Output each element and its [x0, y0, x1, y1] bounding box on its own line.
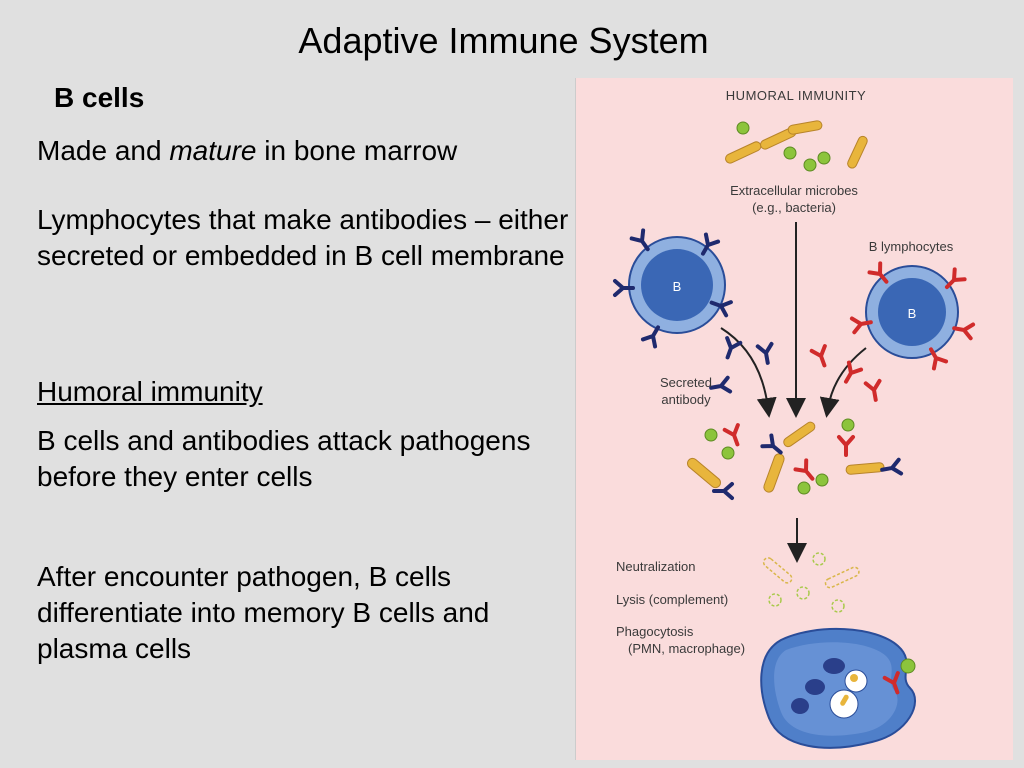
paragraph-made-after: in bone marrow	[256, 135, 458, 166]
coccus	[704, 428, 718, 442]
lysed-coccus	[831, 599, 845, 613]
b-cell-left: B	[613, 228, 733, 349]
lysed-coccus	[812, 552, 826, 566]
phagosome-microbe	[850, 674, 858, 682]
b-cell-letter: B	[908, 306, 917, 321]
secreted-antibodies-red	[809, 344, 885, 404]
coccus	[783, 146, 797, 160]
arrow-right-bcell	[819, 347, 867, 418]
lysed-rod	[824, 566, 860, 589]
phagocytosis-line1: Phagocytosis	[616, 624, 694, 639]
bacterium-rod	[847, 135, 868, 169]
coccus	[817, 151, 831, 165]
microbes-label-line1: Extracellular microbes	[730, 183, 858, 198]
paragraph-made-emphasis: mature	[169, 135, 257, 166]
paragraph-attack: B cells and antibodies attack pathogens …	[37, 425, 531, 492]
macrophage-nucleus-lobe	[805, 679, 825, 695]
lysis-label: Lysis (complement)	[616, 592, 728, 607]
macrophage-cytoplasm	[774, 642, 898, 736]
coccus	[721, 446, 735, 460]
microbes-label-line2: (e.g., bacteria)	[752, 200, 836, 215]
b-cell-nucleus	[878, 278, 946, 346]
lysed-rod	[762, 557, 793, 584]
section-heading-humoral: Humoral immunity	[37, 376, 263, 407]
b-cell-letter: B	[673, 279, 682, 294]
b-lymphocytes-label: B lymphocytes	[869, 239, 954, 254]
coccus	[803, 158, 817, 172]
lysed-coccus	[768, 593, 782, 607]
paragraph-differentiate: After encounter pathogen, B cells differ…	[37, 561, 490, 664]
paragraph-made-before: Made and	[37, 135, 170, 166]
macrophage-nucleus-lobe	[823, 658, 845, 674]
bacterium-rod	[687, 457, 721, 489]
subheading-b-cells: B cells	[54, 82, 145, 113]
extracellular-microbes	[725, 120, 868, 172]
bacterium-rod	[787, 120, 823, 135]
paragraph-made-mature: Made and mature in bone marrow	[37, 133, 577, 169]
secreted-antibody-line1: Secreted	[660, 375, 712, 390]
antibody-bound-microbes	[687, 418, 904, 500]
paragraph-lymphocytes: Lymphocytes that make antibodies – eithe…	[37, 204, 569, 271]
coccus	[841, 418, 855, 432]
arrow-left-bcell	[720, 327, 777, 418]
lysed-coccus	[796, 586, 810, 600]
slide-title: Adaptive Immune System	[298, 20, 709, 61]
bound-antibodies-red	[722, 423, 855, 486]
coccus	[900, 658, 916, 674]
macrophage	[760, 627, 916, 749]
neutralization-label: Neutralization	[616, 559, 696, 574]
bacterium-rod	[783, 421, 816, 448]
phagocytosis-line2: (PMN, macrophage)	[628, 641, 745, 656]
humoral-immunity-figure: HUMORAL IMMUNITY Extracellular microbes …	[575, 78, 1013, 760]
coccus	[736, 121, 750, 135]
bacterium-rod	[725, 141, 762, 164]
figure-heading: HUMORAL IMMUNITY	[726, 88, 866, 103]
bacterium-rod	[845, 462, 885, 475]
figure-canvas: HUMORAL IMMUNITY Extracellular microbes …	[613, 88, 976, 749]
bacterium-rod	[763, 453, 785, 493]
secreted-antibody-line2: antibody	[661, 392, 711, 407]
coccus	[797, 481, 811, 495]
b-cell-nucleus	[641, 249, 713, 321]
macrophage-nucleus-lobe	[791, 698, 809, 714]
phagosome-microbe	[840, 694, 849, 706]
b-cell-right: B	[849, 261, 976, 371]
coccus	[815, 473, 829, 487]
lysed-microbes	[762, 552, 860, 613]
